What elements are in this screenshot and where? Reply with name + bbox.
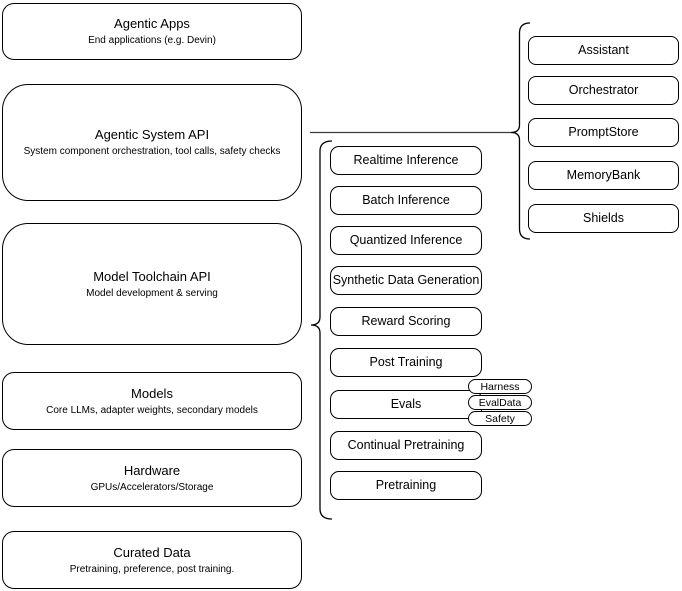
node-label: Shields: [583, 211, 624, 225]
node-title: Hardware: [123, 462, 181, 478]
node-title: Curated Data: [113, 544, 191, 560]
node-label: Batch Inference: [362, 193, 450, 207]
node-agentic-apps: Agentic Apps End applications (e.g. Devi…: [2, 3, 302, 60]
node-assistant: Assistant: [528, 36, 679, 65]
pill-label: Harness: [480, 380, 520, 393]
node-synthetic-data-generation: Synthetic Data Generation: [330, 266, 482, 295]
node-subtitle: Model development & serving: [86, 287, 218, 299]
pill-harness: Harness: [468, 379, 532, 394]
node-continual-pretraining: Continual Pretraining: [330, 431, 482, 460]
node-shields: Shields: [528, 204, 679, 233]
node-label: Orchestrator: [568, 83, 639, 97]
node-label: Synthetic Data Generation: [332, 273, 480, 287]
pill-label: Safety: [485, 412, 515, 425]
node-subtitle: Pretraining, preference, post training.: [69, 563, 235, 575]
node-subtitle: Core LLMs, adapter weights, secondary mo…: [46, 404, 258, 416]
toolchain-group-bracket: [310, 140, 333, 520]
node-subtitle: System component orchestration, tool cal…: [23, 146, 281, 157]
node-models: Models Core LLMs, adapter weights, secon…: [2, 372, 302, 430]
node-label: Pretraining: [375, 478, 437, 492]
node-label: MemoryBank: [566, 168, 641, 182]
node-batch-inference: Batch Inference: [330, 186, 482, 215]
node-pretraining: Pretraining: [330, 471, 482, 500]
node-hardware: Hardware GPUs/Accelerators/Storage: [2, 449, 302, 507]
pill-evaldata: EvalData: [468, 395, 532, 410]
node-model-toolchain-api: Model Toolchain API Model development & …: [2, 223, 302, 345]
node-post-training: Post Training: [330, 348, 482, 377]
node-label: Quantized Inference: [349, 233, 463, 247]
node-label: PromptStore: [568, 125, 639, 139]
node-label: Assistant: [578, 43, 629, 57]
node-title: Models: [131, 385, 173, 401]
node-agentic-system-api: Agentic System API System component orch…: [2, 84, 302, 201]
node-reward-scoring: Reward Scoring: [330, 307, 482, 336]
pill-safety: Safety: [468, 411, 532, 426]
node-label: Realtime Inference: [353, 153, 459, 167]
node-subtitle: End applications (e.g. Devin): [88, 35, 216, 46]
node-title: Model Toolchain API: [93, 268, 211, 284]
node-label: Post Training: [369, 355, 443, 369]
node-orchestrator: Orchestrator: [528, 76, 679, 105]
node-label: Continual Pretraining: [347, 438, 465, 452]
node-evals: Evals: [330, 390, 482, 419]
node-title: Agentic Apps: [114, 16, 190, 31]
pill-label: EvalData: [478, 396, 522, 409]
node-promptstore: PromptStore: [528, 118, 679, 147]
node-subtitle: GPUs/Accelerators/Storage: [90, 481, 214, 493]
node-curated-data: Curated Data Pretraining, preference, po…: [2, 531, 302, 589]
node-label: Evals: [390, 397, 422, 411]
node-quantized-inference: Quantized Inference: [330, 226, 482, 255]
node-memorybank: MemoryBank: [528, 161, 679, 190]
node-realtime-inference: Realtime Inference: [330, 146, 482, 175]
node-title: Agentic System API: [94, 127, 210, 142]
node-label: Reward Scoring: [361, 314, 451, 328]
